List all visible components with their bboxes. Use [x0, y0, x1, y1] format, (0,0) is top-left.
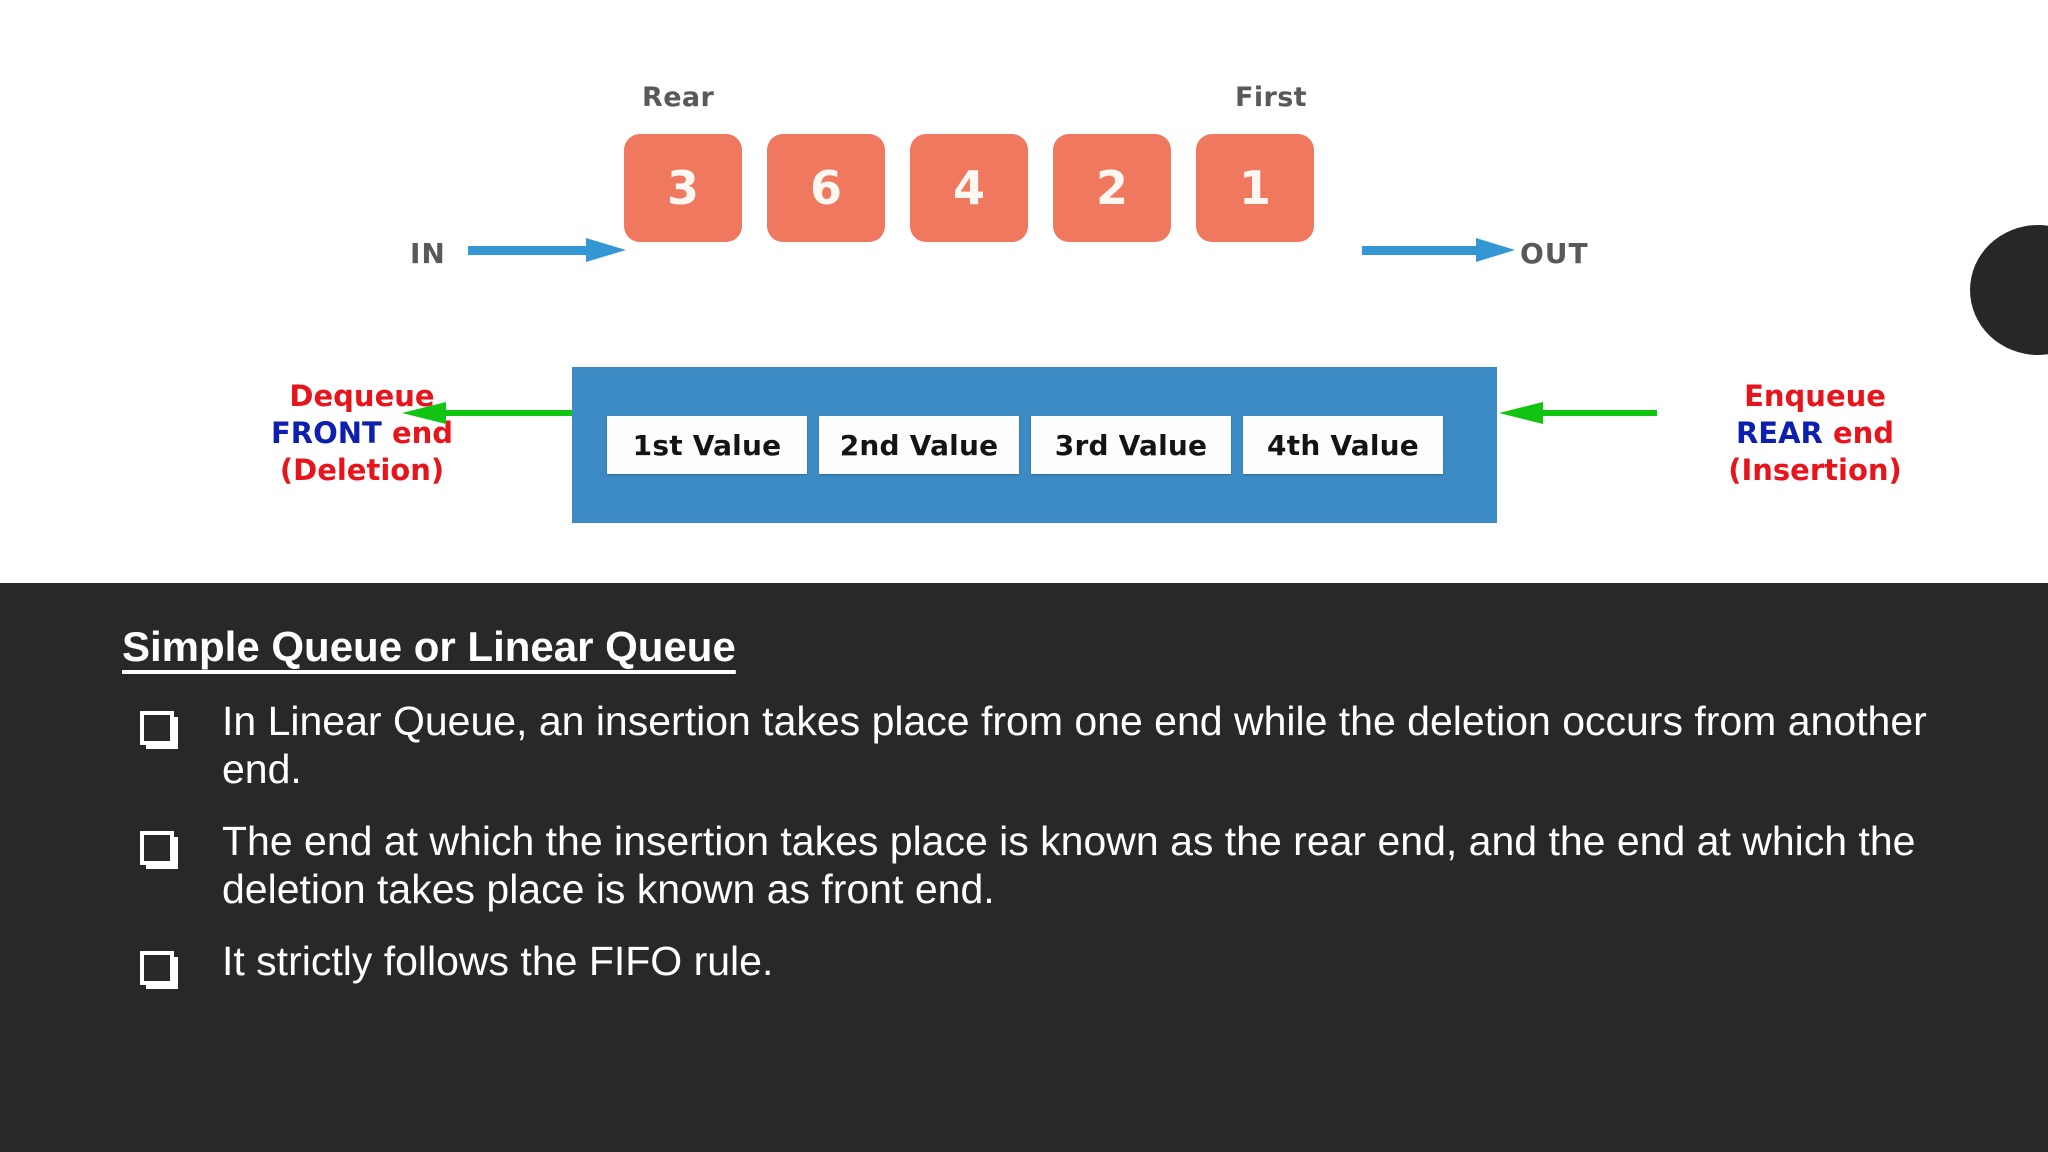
right-edge-dark-blob — [1970, 225, 2048, 355]
enqueue-dequeue-diagram: Dequeue FRONT end (Deletion) Enqueue REA… — [0, 355, 2048, 535]
enqueue-word: Enqueue — [1744, 379, 1886, 413]
diagram-area: Rear First IN OUT 3 6 4 2 1 D — [0, 70, 2048, 535]
enqueue-arrow-left-icon — [1499, 402, 1657, 424]
in-label: IN — [410, 237, 446, 270]
deletion-word: (Deletion) — [279, 453, 445, 488]
fifo-cell: 3 — [624, 134, 742, 242]
list-item: The end at which the insertion takes pla… — [140, 818, 1980, 914]
out-arrow-right-icon — [1362, 238, 1515, 262]
list-item-text: It strictly follows the FIFO rule. — [222, 937, 774, 984]
fifo-diagram: Rear First IN OUT 3 6 4 2 1 — [380, 70, 1620, 270]
dequeue-front-label: Dequeue FRONT end (Deletion) — [212, 378, 512, 489]
list-item: In Linear Queue, an insertion takes plac… — [140, 698, 1980, 794]
enqueue-rear-label: Enqueue REAR end (Insertion) — [1655, 378, 1975, 489]
notes-bullet-list: In Linear Queue, an insertion takes plac… — [140, 698, 1980, 1010]
out-label: OUT — [1520, 237, 1589, 270]
notes-title: Simple Queue or Linear Queue — [122, 623, 736, 670]
fifo-cell: 6 — [767, 134, 885, 242]
list-item-text: In Linear Queue, an insertion takes plac… — [222, 698, 1927, 792]
rear-end-word: end — [1822, 416, 1895, 451]
rear-word: REAR — [1735, 416, 1823, 451]
front-word: FRONT — [270, 416, 382, 451]
fifo-cell-list: 3 6 4 2 1 — [624, 134, 1314, 242]
hollow-square-bullet-icon — [140, 830, 174, 865]
notes-panel: Simple Queue or Linear Queue In Linear Q… — [0, 583, 2048, 1152]
queue-value-cell: 2nd Value — [819, 416, 1019, 474]
fifo-cell: 4 — [910, 134, 1028, 242]
queue-value-cell: 3rd Value — [1031, 416, 1231, 474]
dequeue-arrow-left-icon — [402, 402, 572, 424]
in-arrow-right-icon — [468, 238, 626, 262]
queue-value-cell: 4th Value — [1243, 416, 1443, 474]
rear-label: Rear — [642, 82, 715, 113]
first-label: First — [1235, 82, 1307, 113]
list-item: It strictly follows the FIFO rule. — [140, 938, 1980, 986]
hollow-square-bullet-icon — [140, 950, 174, 985]
list-item-text: The end at which the insertion takes pla… — [222, 817, 1916, 912]
hollow-square-bullet-icon — [140, 711, 174, 745]
dequeue-word: Dequeue — [289, 379, 435, 413]
insertion-word: (Insertion) — [1728, 453, 1902, 488]
queue-value-cell: 1st Value — [607, 416, 807, 474]
queue-container: 1st Value 2nd Value 3rd Value 4th Value — [572, 367, 1497, 523]
fifo-cell: 2 — [1053, 134, 1171, 242]
fifo-cell: 1 — [1196, 134, 1314, 242]
